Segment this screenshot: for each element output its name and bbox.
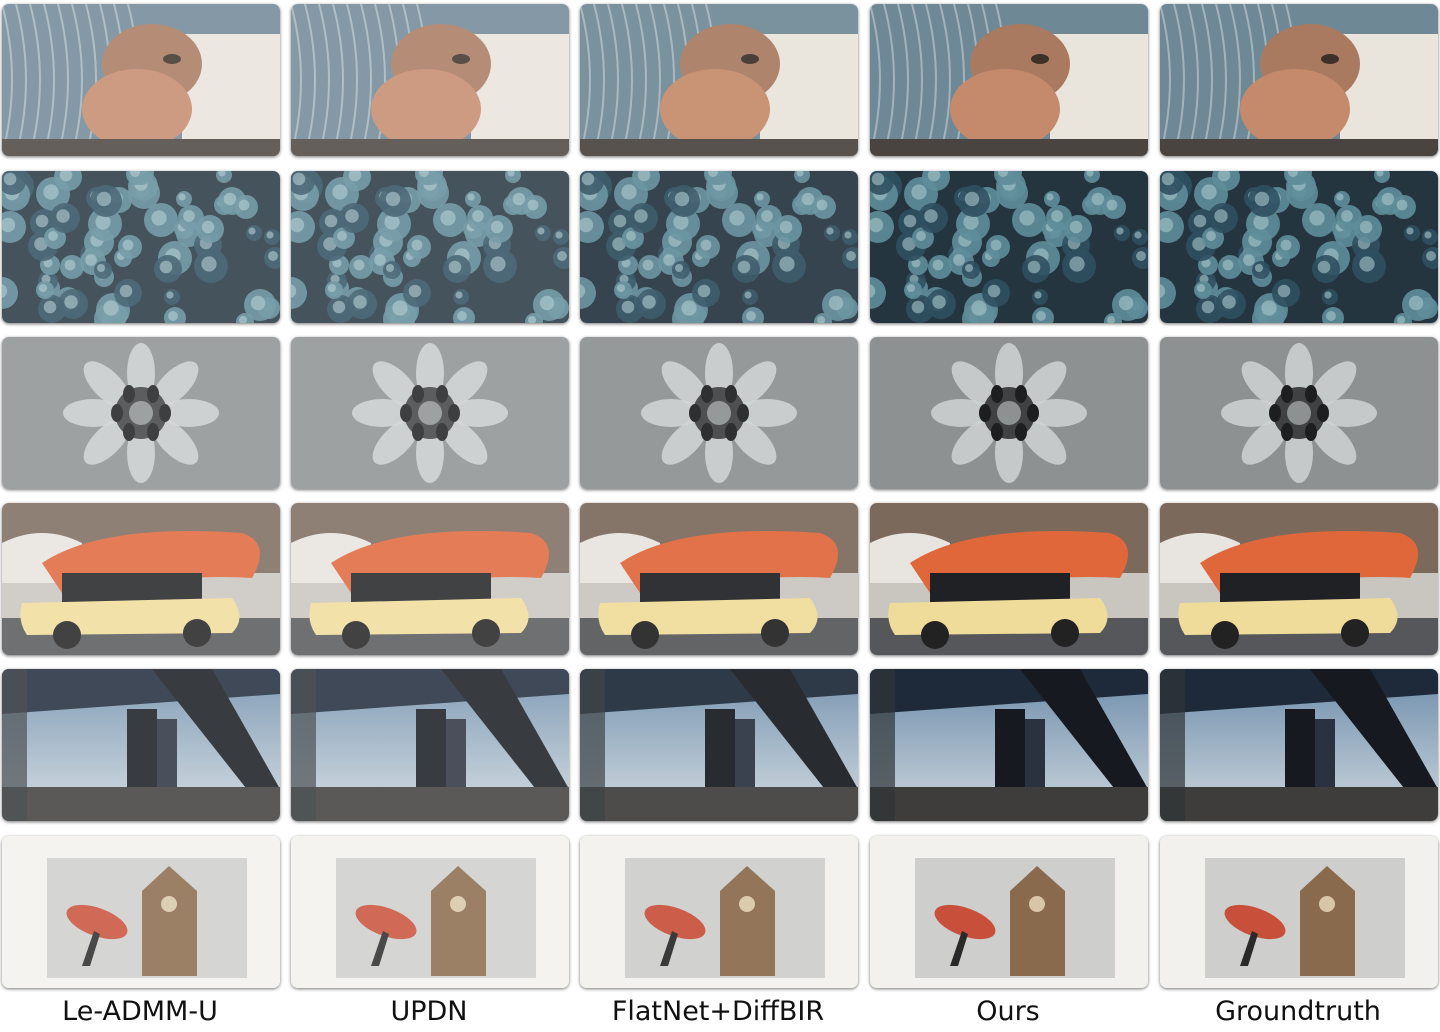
image-face-peeking-over-hand-render (870, 4, 1148, 156)
image-cactus-field-0 (2, 171, 280, 323)
column-labels: Le-ADMM-U UPDN FlatNet+DiffBIR Ours Grou… (0, 990, 1440, 1032)
image-clock-tower-and-ufo-sculpture-2 (580, 836, 858, 988)
image-clock-tower-and-ufo-sculpture-4 (1160, 836, 1438, 988)
image-clock-tower-and-ufo-sculpture-render (2, 836, 280, 988)
image-stone-flower-carving-3 (870, 337, 1148, 489)
column-label-updn: UPDN (390, 996, 468, 1027)
column-label-le-admm-u: Le-ADMM-U (62, 996, 218, 1027)
image-bridge-pillars-at-dusk-0 (2, 669, 280, 821)
image-sausage-car-render (2, 503, 280, 655)
image-bridge-pillars-at-dusk-render (2, 669, 280, 821)
image-cactus-field-render (1160, 171, 1438, 323)
image-stone-flower-carving-0 (2, 337, 280, 489)
column-label-flatnet-diffbir: FlatNet+DiffBIR (611, 996, 825, 1027)
image-stone-flower-carving-render (291, 337, 569, 489)
image-cactus-field-1 (291, 171, 569, 323)
image-bridge-pillars-at-dusk-4 (1160, 669, 1438, 821)
image-stone-flower-carving-render (2, 337, 280, 489)
image-stone-flower-carving-1 (291, 337, 569, 489)
image-face-peeking-over-hand-2 (580, 4, 858, 156)
image-sausage-car-render (1160, 503, 1438, 655)
image-face-peeking-over-hand-render (291, 4, 569, 156)
image-bridge-pillars-at-dusk-2 (580, 669, 858, 821)
image-clock-tower-and-ufo-sculpture-render (1160, 836, 1438, 988)
image-face-peeking-over-hand-render (580, 4, 858, 156)
image-cactus-field-render (870, 171, 1148, 323)
image-clock-tower-and-ufo-sculpture-render (580, 836, 858, 988)
image-cactus-field-render (291, 171, 569, 323)
image-sausage-car-render (291, 503, 569, 655)
image-sausage-car-3 (870, 503, 1148, 655)
image-sausage-car-4 (1160, 503, 1438, 655)
image-cactus-field-4 (1160, 171, 1438, 323)
image-sausage-car-0 (2, 503, 280, 655)
image-stone-flower-carving-render (580, 337, 858, 489)
image-stone-flower-carving-4 (1160, 337, 1438, 489)
image-sausage-car-render (580, 503, 858, 655)
image-stone-flower-carving-render (870, 337, 1148, 489)
image-cactus-field-render (2, 171, 280, 323)
image-bridge-pillars-at-dusk-render (580, 669, 858, 821)
image-sausage-car-render (870, 503, 1148, 655)
image-bridge-pillars-at-dusk-3 (870, 669, 1148, 821)
image-cactus-field-render (580, 171, 858, 323)
image-bridge-pillars-at-dusk-render (870, 669, 1148, 821)
image-clock-tower-and-ufo-sculpture-render (870, 836, 1148, 988)
column-label-ours: Ours (976, 996, 1040, 1027)
image-face-peeking-over-hand-1 (291, 4, 569, 156)
image-face-peeking-over-hand-0 (2, 4, 280, 156)
image-face-peeking-over-hand-4 (1160, 4, 1438, 156)
image-face-peeking-over-hand-3 (870, 4, 1148, 156)
column-label-groundtruth: Groundtruth (1215, 996, 1381, 1027)
image-face-peeking-over-hand-render (1160, 4, 1438, 156)
image-bridge-pillars-at-dusk-render (1160, 669, 1438, 821)
image-bridge-pillars-at-dusk-1 (291, 669, 569, 821)
image-stone-flower-carving-2 (580, 337, 858, 489)
image-sausage-car-1 (291, 503, 569, 655)
image-clock-tower-and-ufo-sculpture-1 (291, 836, 569, 988)
comparison-grid (2, 4, 1438, 988)
image-stone-flower-carving-render (1160, 337, 1438, 489)
image-clock-tower-and-ufo-sculpture-3 (870, 836, 1148, 988)
image-clock-tower-and-ufo-sculpture-0 (2, 836, 280, 988)
image-clock-tower-and-ufo-sculpture-render (291, 836, 569, 988)
image-bridge-pillars-at-dusk-render (291, 669, 569, 821)
image-cactus-field-3 (870, 171, 1148, 323)
image-face-peeking-over-hand-render (2, 4, 280, 156)
image-sausage-car-2 (580, 503, 858, 655)
image-cactus-field-2 (580, 171, 858, 323)
